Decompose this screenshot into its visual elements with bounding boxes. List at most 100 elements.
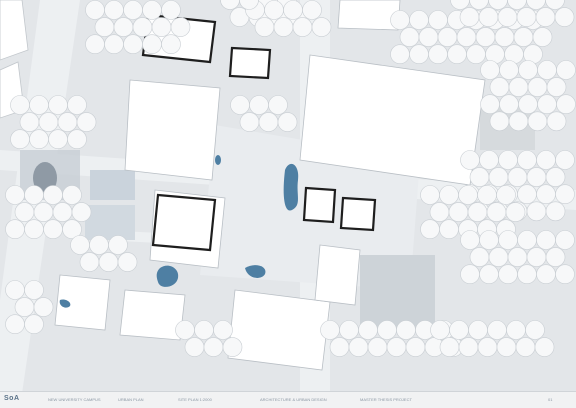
tree-crown: [85, 34, 105, 55]
tree-canopy: [5, 0, 576, 357]
tree-crown: [534, 337, 555, 357]
tree-crown: [5, 185, 25, 205]
tree-crown: [67, 129, 87, 149]
tree-crown: [499, 60, 519, 80]
tree-crown: [469, 167, 490, 187]
tree-crown: [545, 0, 565, 10]
tree-crown: [536, 150, 556, 170]
tree-crown: [460, 150, 480, 170]
tree-crown: [556, 60, 576, 80]
tree-crown: [527, 77, 548, 97]
tree-crown: [108, 235, 128, 255]
tree-crown: [515, 337, 536, 357]
tree-crown: [377, 320, 397, 340]
tree-crown: [518, 94, 538, 114]
tree-crown: [29, 129, 49, 149]
tree-crown: [536, 184, 556, 204]
tree-crown: [220, 0, 240, 10]
tree-crown: [469, 247, 490, 267]
footer-block-1: NEW UNIVERSITY CAMPUS: [48, 397, 101, 402]
tree-crown: [545, 167, 566, 187]
tree-crown: [161, 0, 181, 20]
tree-crown: [508, 77, 529, 97]
water-features: [59, 155, 299, 308]
tree-crown: [213, 320, 233, 340]
footer-block-5: MASTER THESIS PROJECT: [360, 397, 412, 402]
tree-crown: [439, 219, 459, 239]
tree-crown: [456, 27, 477, 47]
tree-crown: [85, 0, 105, 20]
tree-crown: [151, 17, 172, 37]
tree-crown: [33, 202, 54, 222]
tree-crown: [480, 94, 500, 114]
tree-crown: [498, 264, 518, 285]
tree-crown: [498, 150, 518, 170]
tree-crown: [38, 112, 59, 132]
tree-crown: [498, 230, 518, 250]
tree-crown: [537, 94, 557, 114]
tree-crown: [358, 320, 378, 340]
tree-crown: [420, 219, 440, 239]
buildings: [54, 0, 486, 371]
tree-crown: [489, 77, 510, 97]
tree-crown: [545, 247, 566, 267]
footer-block-2: URBAN PLAN: [118, 397, 144, 402]
tree-crown: [506, 320, 526, 340]
tree-crown: [450, 0, 470, 10]
tree-crown: [420, 185, 440, 205]
tree-crown: [104, 34, 124, 55]
tree-crown: [545, 201, 566, 222]
tree-crown: [554, 7, 575, 27]
tree-crown: [76, 112, 97, 132]
tree-crown: [10, 129, 30, 149]
tree-crown: [497, 7, 518, 27]
tree-crown: [24, 185, 44, 205]
tree-crown: [264, 0, 284, 20]
tree-crown: [43, 185, 63, 205]
tree-crown: [429, 202, 450, 222]
tree-crown: [480, 60, 500, 80]
tree-crown: [249, 95, 269, 115]
tree-crown: [458, 185, 478, 205]
tree-crown: [409, 10, 429, 30]
tree-crown: [517, 264, 537, 285]
tree-crown: [535, 7, 556, 27]
tree-crown: [14, 202, 35, 222]
tree-crown: [339, 320, 359, 340]
tree-crown: [292, 17, 313, 37]
logo: SoA: [4, 395, 20, 402]
tree-crown: [29, 95, 49, 115]
tree-crown: [467, 202, 488, 222]
tree-crown: [486, 202, 507, 222]
tree-crown: [499, 94, 519, 114]
sheet-number: 01: [548, 397, 553, 402]
tree-crown: [62, 219, 82, 239]
tree-crown: [507, 0, 527, 10]
tree-crown: [458, 337, 479, 357]
tree-crown: [5, 314, 25, 335]
tree-crown: [390, 44, 410, 65]
tree-crown: [487, 320, 507, 340]
tree-crown: [488, 247, 509, 267]
tree-crown: [5, 219, 25, 239]
tree-crown: [517, 150, 537, 170]
tree-crown: [508, 111, 529, 132]
tree-crown: [386, 337, 407, 357]
tree-crown: [254, 17, 275, 37]
tree-crown: [507, 167, 528, 187]
tree-crown: [546, 77, 567, 97]
tree-crown: [468, 320, 488, 340]
tree-crown: [348, 337, 369, 357]
tree-crown: [184, 337, 205, 357]
tree-crown: [71, 202, 92, 222]
tree-crown: [161, 34, 181, 55]
tree-crown: [203, 337, 224, 357]
tree-crown: [555, 184, 575, 204]
tree-crown: [418, 27, 439, 47]
tree-crown: [409, 44, 429, 65]
tree-crown: [505, 202, 526, 222]
tree-crown: [329, 337, 350, 357]
tree-crown: [170, 17, 191, 37]
tree-crown: [123, 34, 143, 55]
tree-crown: [57, 112, 78, 132]
